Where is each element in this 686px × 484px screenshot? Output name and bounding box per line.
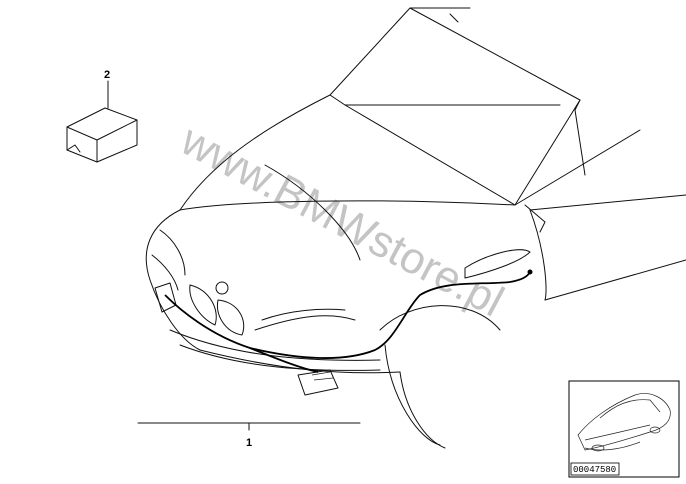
callout-wiring-set: 1 [137, 422, 361, 449]
callout-label-1: 1 [246, 437, 252, 449]
callout-package: 2 [104, 69, 110, 109]
package-box-illustration [66, 107, 138, 163]
wiring-harness [164, 269, 533, 373]
reference-code: 00047580 [573, 465, 616, 475]
car-illustration [145, 7, 686, 449]
watermark-text: www.BMWstore.pl [172, 115, 511, 326]
callout-label-2: 2 [104, 69, 110, 81]
thumbnail-car [577, 393, 671, 452]
thumbnail-inset: 00047580 [568, 380, 680, 478]
